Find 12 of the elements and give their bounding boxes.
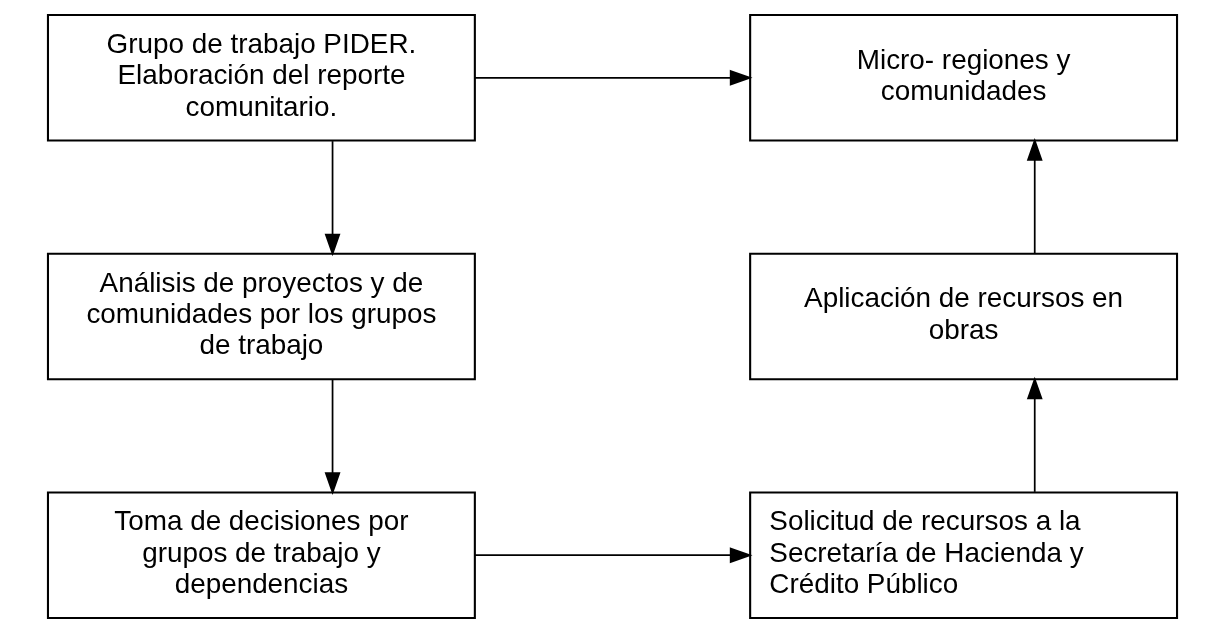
arrow (1026, 137, 1043, 255)
node-box: Solicitud de recursos a la Secretaría de Hacienda y Crédito Público (749, 491, 1179, 619)
node-box: Análisis de proyectos y de comunidades por los grupos de trabajo (46, 252, 476, 381)
node-box: Toma de decisiones por grupos de trabajo y dependencias (46, 491, 476, 619)
arrow (324, 140, 341, 257)
arrow (474, 69, 753, 86)
arrow (324, 378, 341, 496)
node-box: Micro- regiones y comunidades (749, 14, 1179, 142)
arrow (1026, 376, 1043, 493)
node-box: Grupo de trabajo PIDER. Elaboración del reporte comunitario. (46, 14, 476, 142)
arrow (474, 547, 753, 564)
node-box: Aplicación de recursos en obras (749, 252, 1179, 381)
